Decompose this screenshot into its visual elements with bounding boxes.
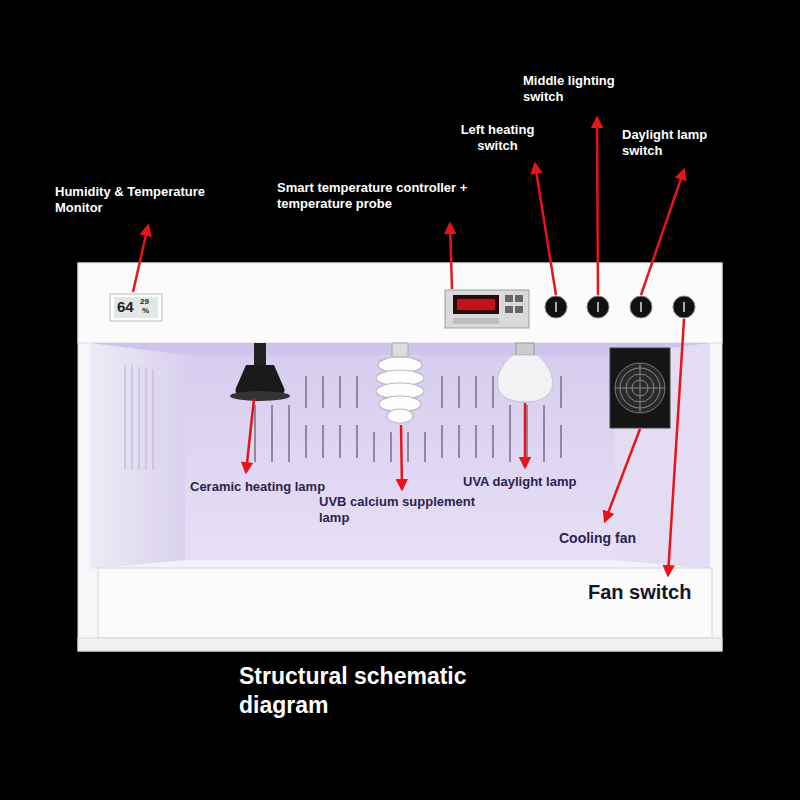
vent-slot — [543, 432, 545, 462]
vent-slot — [322, 425, 324, 458]
part-label: Daylight lamp switch — [622, 127, 734, 160]
vent-slot — [441, 376, 443, 408]
vent-slot — [560, 376, 562, 408]
vent-slot — [305, 425, 307, 458]
leader-arrow — [524, 403, 527, 467]
part-label: Cooling fan — [559, 530, 636, 548]
leader-arrow — [535, 164, 556, 295]
vent-slot — [407, 432, 409, 462]
part-label: Fan switch — [588, 580, 691, 605]
vent-slot — [356, 425, 358, 458]
vent-slot — [458, 425, 460, 458]
vent-slot — [475, 425, 477, 458]
part-label: UVA daylight lamp — [463, 474, 576, 490]
part-label: Humidity & Temperature Monitor — [55, 184, 245, 217]
leader-arrow — [133, 226, 148, 292]
part-label: Left heating switch — [440, 122, 555, 155]
leader-arrow — [597, 118, 598, 295]
vent-slot — [339, 425, 341, 458]
vent-slot — [356, 376, 358, 408]
caption: Structural schematic diagram — [239, 662, 509, 720]
vent-slot — [458, 376, 460, 408]
part-label: Middle lighting switch — [523, 73, 635, 106]
leader-arrow — [668, 319, 684, 575]
display-reading: 29 — [140, 298, 149, 306]
vent-slot — [288, 432, 290, 462]
vent-slot — [560, 425, 562, 458]
leader-arrow — [605, 429, 640, 521]
vent-slot — [526, 432, 528, 462]
vent-slot — [492, 376, 494, 408]
vent-slot — [424, 432, 426, 462]
leader-arrow — [246, 399, 254, 472]
leader-arrow — [450, 224, 452, 289]
display-reading: 64 — [117, 299, 134, 314]
vent-slot — [475, 376, 477, 408]
display-reading: % — [142, 307, 149, 315]
vent-slot — [373, 432, 375, 462]
vent-slot — [322, 376, 324, 408]
vent-slot — [390, 432, 392, 462]
part-label: UVB calcium supplement lamp — [319, 494, 501, 527]
vent-slot — [254, 432, 256, 462]
vent-slot — [492, 425, 494, 458]
leader-arrow — [641, 170, 684, 295]
part-label: Ceramic heating lamp — [190, 479, 325, 495]
leader-arrow — [401, 425, 402, 489]
vent-slot — [339, 376, 341, 408]
vent-slot — [305, 376, 307, 408]
vent-slot — [271, 432, 273, 462]
part-label: Smart temperature controller + temperatu… — [277, 180, 482, 213]
vent-slot — [441, 425, 443, 458]
vent-slot — [509, 432, 511, 462]
